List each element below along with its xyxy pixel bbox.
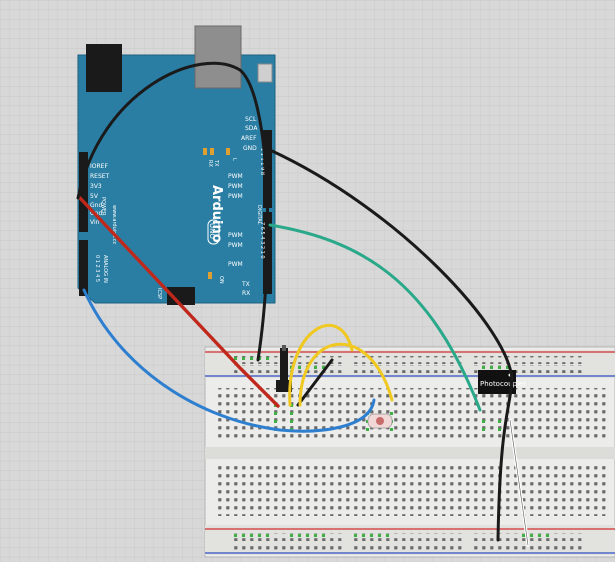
potentiometer	[276, 345, 292, 392]
wire-blue	[82, 288, 376, 433]
pwm-label-3: PWM	[228, 193, 243, 200]
pin-numbers-top: 1 1 1 1 9 8	[259, 148, 265, 175]
brand-label: Arduino	[209, 185, 224, 243]
photoresistor	[367, 413, 393, 429]
usb-connector	[194, 25, 242, 89]
reset-button	[257, 63, 273, 83]
led-label-l: L	[231, 158, 237, 161]
pwm-label-6: PWM	[228, 261, 243, 268]
wire-teal	[268, 223, 482, 412]
lower-terminal-area	[218, 466, 608, 516]
breadboard	[204, 346, 615, 558]
analog-pins-label: 0 1 2 3 4 5	[94, 255, 100, 282]
photocoupler-label: Photocoupler	[480, 380, 526, 388]
label-3v3: 3V3	[90, 183, 102, 190]
wire-black-short	[296, 358, 334, 407]
pwm-label-1: PWM	[228, 173, 243, 180]
label-aref: AREF	[241, 135, 257, 142]
analog-header	[79, 240, 88, 296]
led-label-rx: RX	[207, 160, 213, 167]
arduino-board: Arduino UNO www.arduino.cc POWER ANALOG …	[77, 25, 276, 305]
analog-label: ANALOG IN	[102, 255, 108, 283]
model-label: UNO	[208, 223, 216, 239]
txrx-label-tx: TX	[241, 281, 250, 288]
label-ioref: IOREF	[90, 163, 108, 170]
top-header-labels: SCL SDA AREF GND	[241, 116, 258, 152]
icsp-header	[167, 287, 195, 305]
label-reset: RESET	[90, 173, 110, 180]
led-l	[226, 148, 230, 155]
wire-white-outline	[509, 419, 529, 546]
label-vin: Vin	[90, 219, 100, 226]
icsp-label: ICSP	[156, 288, 162, 299]
wire-yellow-1	[288, 323, 354, 407]
digital-label: DIGITAL	[256, 205, 262, 225]
wire-yellow-2	[298, 342, 394, 407]
power-group-label: POWER	[100, 197, 106, 216]
pwm-label-5: PWM	[228, 242, 243, 249]
led-label-tx: TX	[213, 159, 219, 167]
txrx-label-rx: RX	[242, 290, 250, 297]
pwm-label-2: PWM	[228, 183, 243, 190]
wire-red	[78, 196, 280, 408]
label-gnd-1: Gnd	[90, 202, 102, 209]
center-channel	[205, 447, 615, 459]
wire-black-arc	[76, 61, 270, 362]
uno-logo: UNO	[207, 219, 220, 245]
digital-header-upper	[263, 130, 272, 208]
label-sda: SDA	[245, 125, 258, 132]
label-gnd: GND	[243, 145, 257, 152]
label-scl: SCL	[245, 116, 257, 123]
power-header	[79, 152, 88, 232]
led-tx	[203, 148, 207, 155]
led-on	[208, 272, 212, 279]
power-jack	[86, 44, 122, 92]
pin-numbers-bottom: 7 6 5 4 3 2 1 0	[259, 222, 265, 259]
wire-black-gnd	[268, 148, 514, 542]
on-label: ON	[218, 276, 224, 284]
website-label: www.arduino.cc	[111, 205, 117, 245]
label-5v: 5V	[90, 193, 99, 200]
pwm-labels: PWM PWM PWM PWM PWM PWM	[228, 173, 243, 268]
pwm-label-4: PWM	[228, 232, 243, 239]
led-rx	[210, 148, 214, 155]
